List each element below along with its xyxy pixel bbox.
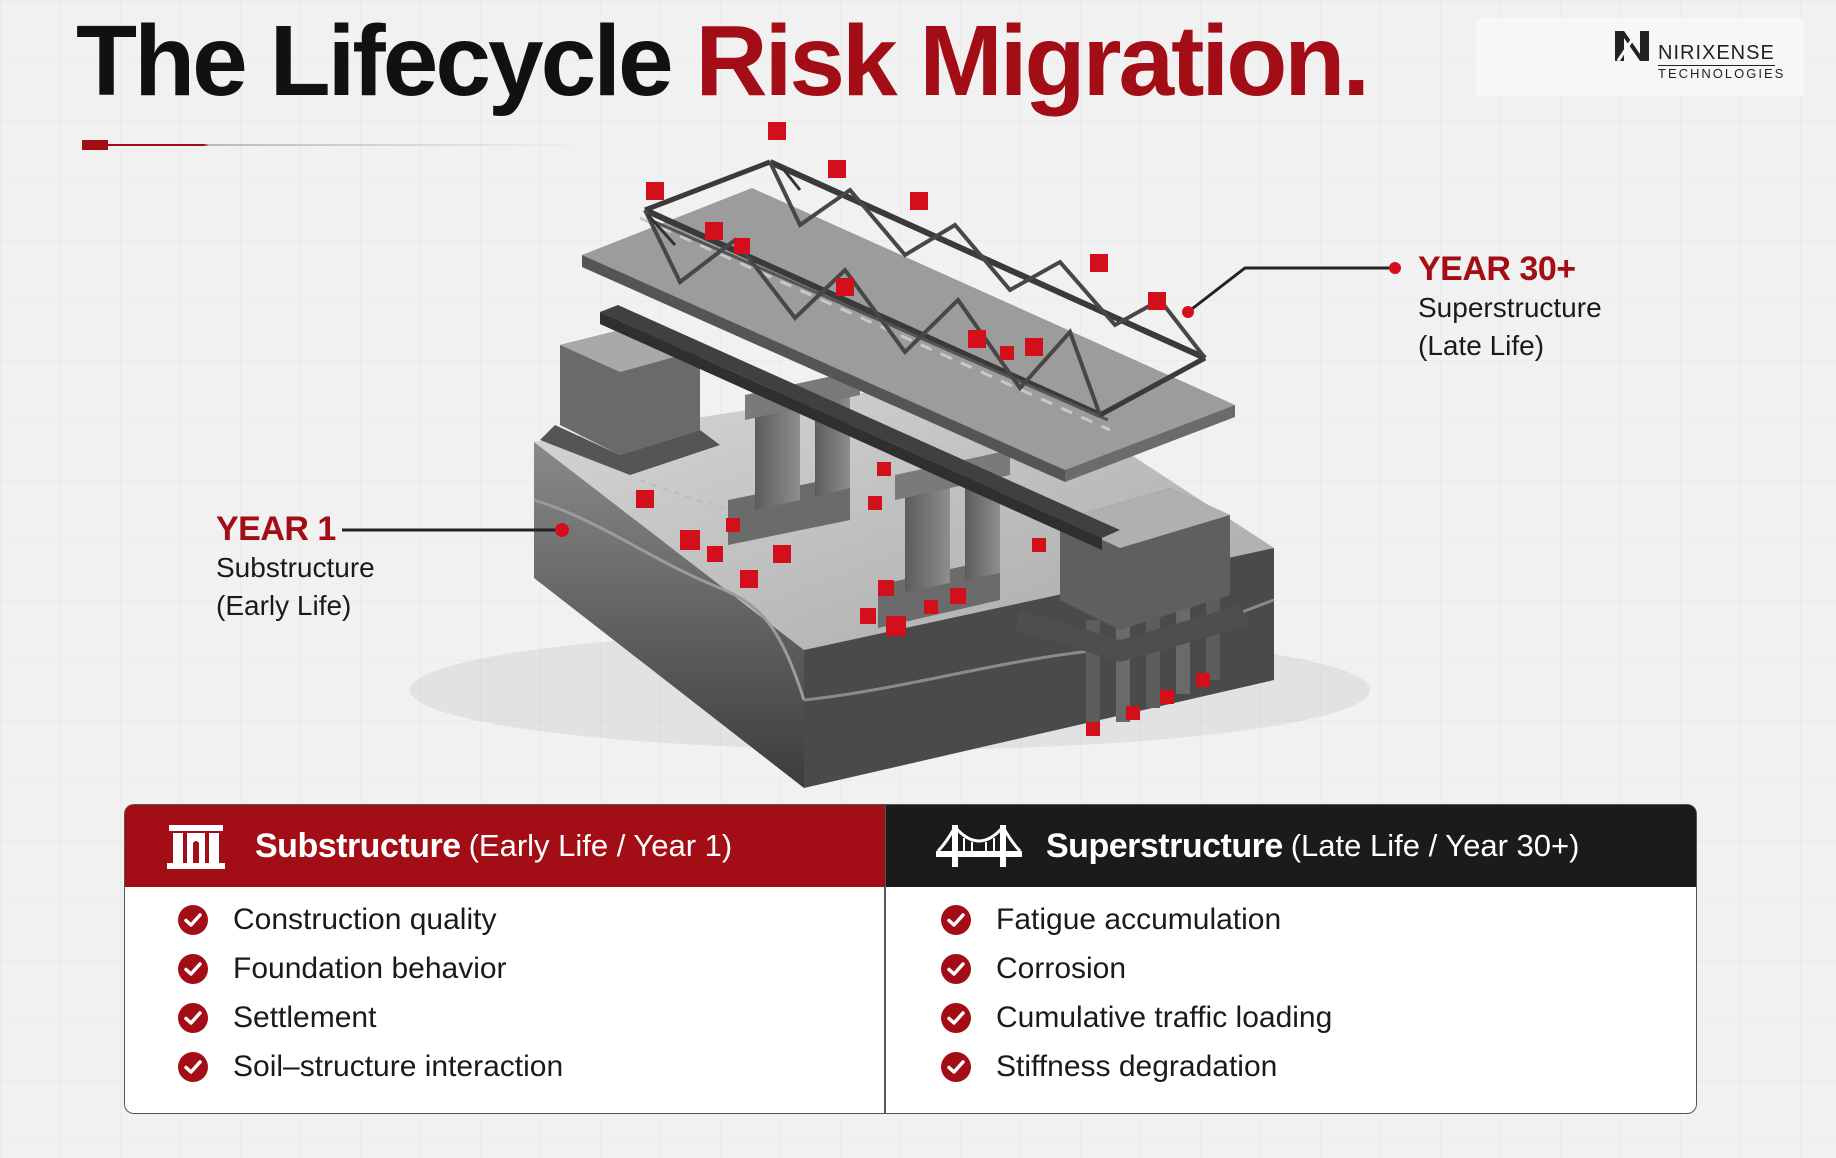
substructure-subtitle: (Early Life / Year 1) — [468, 828, 733, 863]
logo-name: NIRIXENSE — [1658, 42, 1775, 66]
superstructure-panel: Superstructure (Late Life / Year 30+) Fa… — [885, 804, 1697, 1114]
check-circle-icon — [941, 953, 971, 984]
title-underline — [82, 140, 588, 150]
sensor-markers — [636, 122, 1210, 736]
callout-year-label: YEAR 1 — [216, 510, 336, 548]
substructure-title: Substructure — [255, 826, 461, 865]
callout-phase: (Late Life) — [1418, 329, 1545, 361]
superstructure-subtitle: (Late Life / Year 30+) — [1290, 828, 1580, 863]
list-item: Stiffness degradation — [940, 1042, 1696, 1091]
list-item-label: Soil–structure interaction — [233, 1049, 564, 1083]
list-item: Foundation behavior — [177, 944, 886, 993]
callout-component: Superstructure — [1418, 292, 1602, 323]
list-item: Corrosion — [940, 944, 1696, 993]
list-item: Soil–structure interaction — [177, 1042, 886, 1091]
list-item-label: Settlement — [233, 1000, 377, 1034]
panel-divider — [884, 886, 886, 1114]
list-item-label: Corrosion — [996, 951, 1127, 985]
list-item: Construction quality — [177, 895, 886, 944]
superstructure-title: Superstructure — [1046, 826, 1283, 865]
list-item-label: Fatigue accumulation — [996, 902, 1282, 936]
check-circle-icon — [178, 1002, 208, 1033]
list-item: Fatigue accumulation — [940, 895, 1696, 944]
substructure-panel: Substructure (Early Life / Year 1) Const… — [124, 804, 886, 1114]
callout-year-label: YEAR 30+ — [1418, 250, 1576, 288]
bridge-illustration — [342, 122, 1401, 788]
list-item-label: Construction quality — [233, 902, 497, 936]
list-item: Settlement — [177, 993, 886, 1042]
bridge-icon — [936, 825, 1022, 867]
substructure-list: Construction quality Foundation behavior… — [125, 887, 886, 1091]
substructure-header: Substructure (Early Life / Year 1) — [125, 805, 886, 887]
callout-year-30: YEAR 30+ Superstructure (Late Life) — [1418, 250, 1602, 365]
superstructure-list: Fatigue accumulation Corrosion Cumulativ… — [886, 887, 1696, 1091]
title-accent: Risk Migration. — [695, 5, 1370, 117]
logo-tagline: TECHNOLOGIES — [1658, 66, 1786, 81]
list-item-label: Cumulative traffic loading — [996, 1000, 1333, 1034]
check-circle-icon — [178, 904, 208, 935]
list-item-label: Foundation behavior — [233, 951, 507, 985]
check-circle-icon — [178, 1051, 208, 1082]
title-prefix: The Lifecycle — [76, 5, 674, 117]
superstructure-header: Superstructure (Late Life / Year 30+) — [886, 805, 1696, 887]
callout-phase: (Early Life) — [216, 589, 352, 621]
list-item: Cumulative traffic loading — [940, 993, 1696, 1042]
list-item-label: Stiffness degradation — [996, 1049, 1278, 1083]
check-circle-icon — [941, 1051, 971, 1082]
callout-leader-lines — [342, 262, 1401, 537]
girder — [600, 305, 1120, 550]
company-logo: NIRIXENSE TECHNOLOGIES — [1476, 18, 1804, 96]
callout-component: Substructure — [216, 552, 375, 583]
page-title: The Lifecycle Risk Migration. — [76, 4, 1370, 119]
check-circle-icon — [941, 1002, 971, 1033]
n-monogram-icon — [1615, 31, 1649, 62]
callout-year-1: YEAR 1 Substructure (Early Life) — [216, 510, 375, 625]
check-circle-icon — [941, 904, 971, 935]
truss-superstructure — [582, 159, 1235, 482]
check-circle-icon — [178, 953, 208, 984]
pier-icon — [167, 825, 225, 869]
